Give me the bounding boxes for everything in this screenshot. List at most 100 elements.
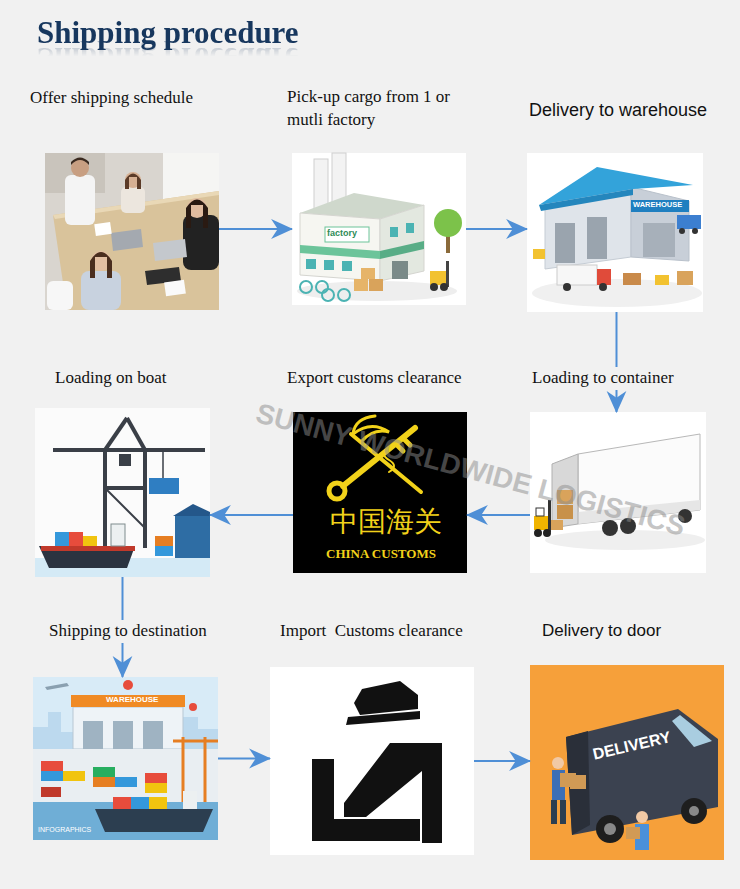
step-caption: Delivery to warehouse bbox=[527, 98, 709, 122]
port-picture bbox=[143, 721, 163, 749]
meeting-photo bbox=[45, 153, 219, 310]
step-box: Delivery to door bbox=[530, 665, 724, 860]
crane-ship-picture bbox=[155, 546, 173, 556]
container-truck-picture bbox=[551, 520, 563, 530]
emblem-text: 中国海关 bbox=[330, 508, 442, 536]
crane-ship-picture bbox=[105, 418, 127, 450]
port-picture bbox=[115, 777, 137, 787]
step-caption: Loading to container bbox=[530, 367, 676, 390]
delivery-van-picture bbox=[596, 815, 624, 843]
delivery-van-picture bbox=[636, 811, 648, 823]
meeting-photo bbox=[121, 187, 145, 213]
customs-officer-picture bbox=[270, 667, 474, 855]
factory-picture bbox=[316, 281, 328, 293]
delivery-van-picture bbox=[604, 823, 616, 835]
step-caption: Delivery to door bbox=[540, 620, 663, 643]
crane-ship-picture bbox=[41, 546, 135, 551]
factory-picture bbox=[354, 279, 368, 291]
crane-ship-picture bbox=[35, 408, 210, 577]
step-box: Delivery to warehouse bbox=[527, 153, 703, 312]
warehouse-picture bbox=[527, 153, 703, 312]
port-picture bbox=[41, 761, 63, 771]
factory-picture bbox=[434, 209, 462, 237]
customs-emblem-picture bbox=[329, 483, 345, 499]
port-picture bbox=[145, 783, 167, 793]
meeting-photo bbox=[81, 271, 121, 310]
step-caption: Loading on boat bbox=[53, 367, 168, 390]
meeting-photo bbox=[164, 280, 186, 297]
crane-ship-picture bbox=[111, 524, 125, 546]
meeting-photo bbox=[45, 153, 219, 310]
factory-picture bbox=[306, 259, 316, 269]
port-picture bbox=[33, 677, 218, 840]
crane-ship-picture bbox=[173, 504, 210, 516]
meeting-photo bbox=[186, 200, 208, 229]
crane-ship-picture bbox=[103, 450, 107, 548]
page-title: Shipping procedure bbox=[37, 16, 299, 50]
crane-ship-picture bbox=[105, 488, 145, 528]
warehouse-picture bbox=[533, 249, 545, 259]
meeting-photo bbox=[125, 174, 141, 190]
crane-ship-picture bbox=[105, 486, 145, 490]
warehouse-picture bbox=[631, 200, 689, 212]
container-truck-picture bbox=[543, 529, 551, 537]
flow-arrow bbox=[210, 514, 293, 516]
meeting-photo bbox=[111, 229, 143, 251]
port-picture bbox=[45, 683, 69, 690]
container-truck-picture bbox=[536, 508, 544, 516]
warehouse-picture bbox=[563, 283, 571, 291]
port-picture bbox=[113, 721, 133, 749]
delivery-van-picture bbox=[681, 798, 707, 824]
crane-ship-picture bbox=[127, 418, 145, 450]
crane-ship-picture bbox=[162, 450, 164, 478]
port-picture bbox=[145, 773, 167, 783]
warehouse-picture bbox=[527, 153, 703, 312]
port-picture bbox=[63, 771, 85, 781]
delivery-van-picture bbox=[551, 800, 557, 824]
step-box: Pick-up cargo from 1 or mutli factory bbox=[292, 153, 466, 305]
step-caption: Export customs clearance bbox=[285, 367, 464, 390]
port-picture bbox=[204, 737, 207, 802]
factory-picture bbox=[325, 227, 369, 242]
factory-picture bbox=[369, 279, 383, 291]
crane-ship-picture bbox=[53, 448, 205, 452]
customs-officer-picture bbox=[270, 667, 474, 855]
flow-arrow bbox=[616, 312, 618, 412]
factory-picture bbox=[380, 205, 424, 281]
factory-picture bbox=[300, 213, 380, 281]
customs-officer-picture bbox=[354, 681, 418, 715]
warehouse-picture bbox=[679, 228, 685, 234]
crane-ship-picture bbox=[119, 454, 131, 466]
port-picture bbox=[95, 809, 213, 832]
crane-ship-picture bbox=[83, 536, 97, 546]
warehouse-picture bbox=[555, 223, 575, 263]
warehouse-picture bbox=[677, 271, 693, 285]
port-picture bbox=[123, 680, 133, 690]
flow-arrow bbox=[219, 228, 292, 230]
step-box: Import Customs clearance bbox=[270, 667, 474, 855]
port-picture bbox=[33, 677, 218, 840]
factory-picture bbox=[361, 268, 375, 279]
warehouse-picture bbox=[599, 283, 607, 291]
port-picture bbox=[83, 721, 103, 749]
port-picture bbox=[149, 797, 167, 809]
factory-picture bbox=[390, 227, 398, 237]
crane-ship-picture bbox=[175, 516, 210, 558]
crane-ship-picture bbox=[69, 532, 83, 546]
warehouse-picture bbox=[677, 215, 701, 229]
factory-picture bbox=[300, 245, 380, 259]
meeting-photo bbox=[94, 222, 112, 236]
port-picture bbox=[93, 777, 115, 787]
warehouse-picture bbox=[643, 223, 675, 257]
crane-ship-picture bbox=[155, 536, 173, 546]
crane-ship-picture bbox=[35, 408, 210, 577]
step-caption: Offer shipping schedule bbox=[28, 87, 195, 110]
port-picture bbox=[71, 695, 185, 707]
factory-picture bbox=[322, 289, 334, 301]
port-picture bbox=[183, 791, 197, 809]
port-picture bbox=[93, 767, 115, 777]
delivery-van-picture bbox=[530, 665, 724, 860]
customs-officer-picture bbox=[344, 743, 442, 843]
delivery-van-picture bbox=[530, 665, 724, 860]
